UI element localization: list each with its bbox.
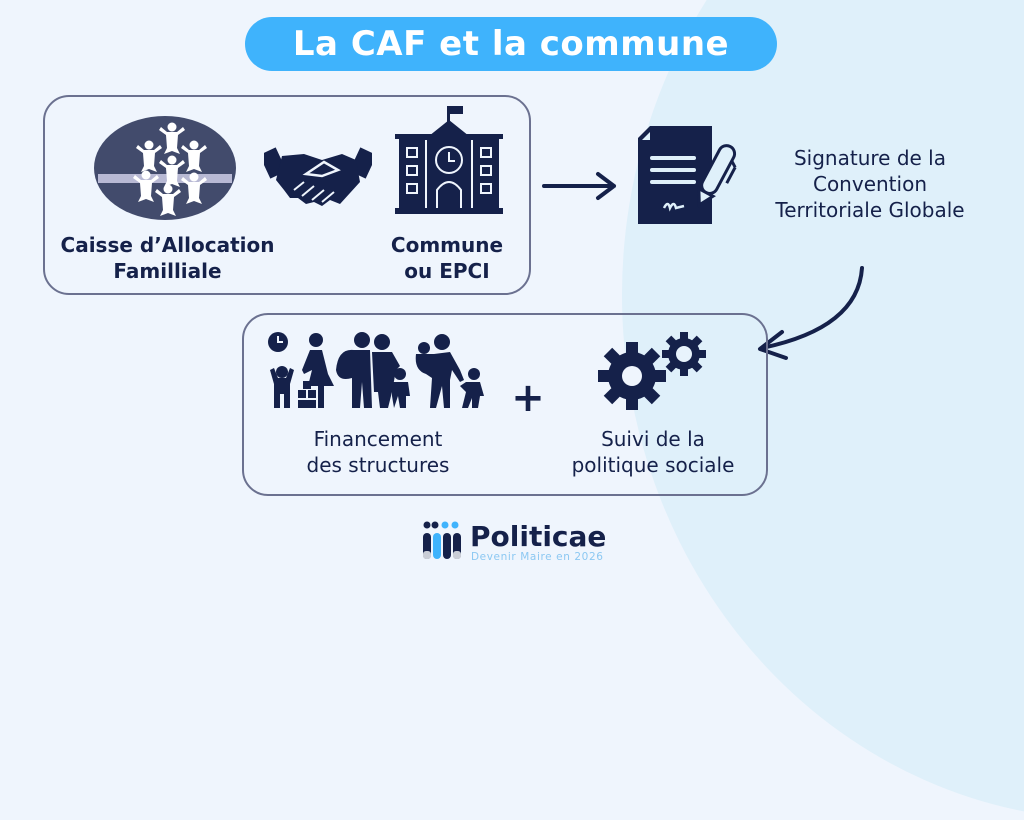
financement-label-line1: Financement bbox=[313, 427, 443, 451]
signature-label: Signature de la Convention Territoriale … bbox=[755, 145, 985, 223]
caf-label-line2: Familliale bbox=[113, 259, 222, 283]
signature-label-line1: Signature de la bbox=[793, 146, 946, 170]
financement-label: Financement des structures bbox=[280, 426, 476, 478]
curved-arrow-icon bbox=[758, 266, 864, 360]
suivi-label-line2: politique sociale bbox=[571, 453, 735, 477]
signature-label-line2: Convention bbox=[812, 172, 927, 196]
gears-icon bbox=[598, 332, 706, 410]
caf-logo-icon bbox=[94, 116, 236, 220]
partners-box bbox=[43, 95, 531, 295]
families-icon bbox=[268, 332, 484, 408]
commune-label: Commune ou EPCI bbox=[372, 232, 522, 284]
politicae-logo-icon bbox=[423, 521, 461, 559]
caf-label: Caisse d’Allocation Familliale bbox=[45, 232, 290, 284]
suivi-label-line1: Suivi de la bbox=[601, 427, 705, 451]
page-title: La CAF et la commune bbox=[292, 24, 730, 64]
suivi-label: Suivi de la politique sociale bbox=[548, 426, 758, 478]
town-hall-icon bbox=[395, 106, 503, 214]
handshake-icon bbox=[264, 147, 372, 206]
commune-label-line2: ou EPCI bbox=[404, 259, 490, 283]
commune-label-line1: Commune bbox=[390, 233, 504, 257]
arrow-right-icon bbox=[542, 172, 616, 200]
logo-tagline: Devenir Maire en 2026 bbox=[471, 551, 604, 563]
plus-sign: + bbox=[511, 375, 545, 421]
outcomes-box bbox=[242, 313, 768, 496]
signed-document-icon bbox=[638, 126, 737, 224]
title-banner: La CAF et la commune bbox=[245, 17, 777, 71]
logo-name: Politicae bbox=[470, 520, 607, 553]
financement-label-line2: des structures bbox=[306, 453, 450, 477]
caf-label-line1: Caisse d’Allocation bbox=[60, 233, 275, 257]
signature-label-line3: Territoriale Globale bbox=[775, 198, 965, 222]
